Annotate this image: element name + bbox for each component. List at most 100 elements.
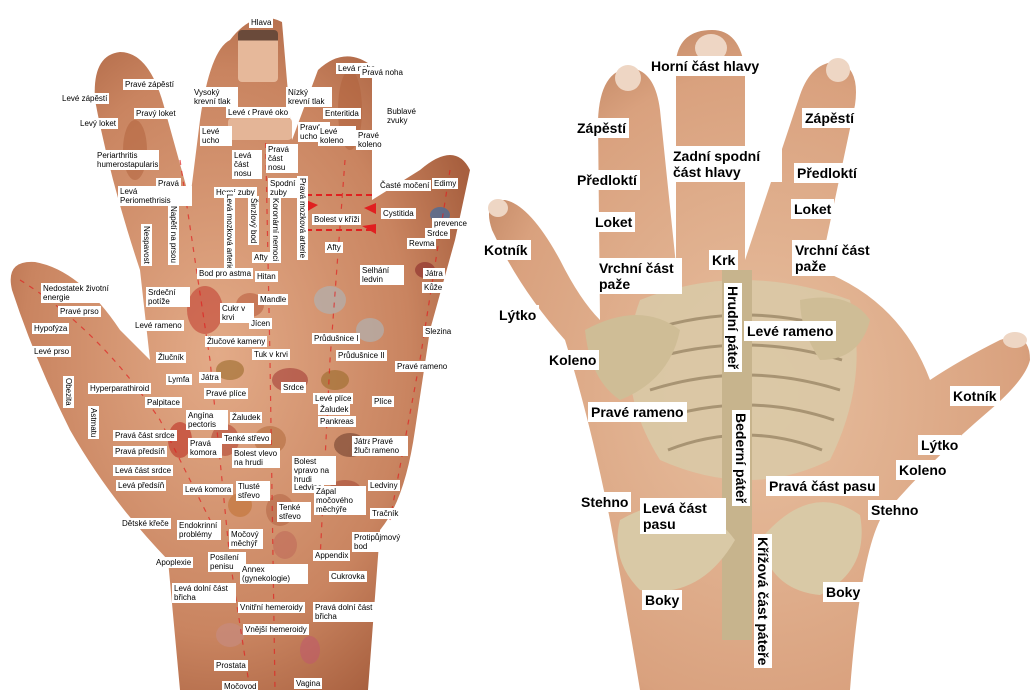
- label-leva-cast-srdce: Levá část srdce: [113, 465, 173, 476]
- label-predlokti-r: Předloktí: [794, 163, 860, 183]
- label-vnitrni-hemeroidy: Vnitřní hemeroidy: [238, 602, 305, 613]
- label-predlokti-l: Předloktí: [574, 170, 640, 190]
- label-apoplexie: Apoplexie: [154, 557, 193, 568]
- label-protipujmovy: Protipůjmový bod: [352, 532, 406, 552]
- label-revma: Revma: [407, 238, 436, 249]
- label-jatra-l: Játra: [199, 372, 221, 383]
- label-bolest-vpravo: Bolest vpravo na hrudi: [292, 456, 336, 485]
- label-nizky-tlak: Nízký krevní tlak: [286, 87, 332, 107]
- label-vrchni-l: Vrchní část paže: [596, 258, 682, 294]
- label-hyperparathiroid: Hyperparathiroid: [88, 383, 151, 394]
- label-tuk-v-krvi: Tuk v krvi: [252, 349, 290, 360]
- label-edimy: Edimy: [432, 178, 458, 189]
- label-krk: Krk: [709, 250, 738, 270]
- label-cukrovka: Cukrovka: [329, 571, 367, 582]
- label-prave-zapesti: Pravé zápěstí: [123, 79, 176, 90]
- label-hypofyza: Hypofýza: [32, 323, 69, 334]
- label-leve-rameno: Levé rameno: [744, 321, 836, 341]
- label-vysoky-tlak: Vysoký krevní tlak: [192, 87, 238, 107]
- label-leve-rameno: Levé rameno: [133, 320, 184, 331]
- label-kotnik-r: Kotník: [950, 386, 1000, 406]
- label-bolest-v-krizi: Bolest v kříži: [312, 214, 361, 225]
- label-zapal: Zápal močového měchýře: [314, 486, 366, 515]
- label-koleno-r: Koleno: [896, 460, 949, 480]
- label-tenke-strevo-1: Tenké střevo: [222, 433, 271, 444]
- label-mandle: Mandle: [258, 294, 288, 305]
- label-levy-loket: Levý loket: [78, 118, 118, 129]
- label-endokrinni: Endokrinní problémy: [177, 520, 221, 540]
- label-prava-noha: Pravá noha: [360, 67, 405, 78]
- label-tracnik: Tračník: [370, 508, 400, 519]
- label-koleno-l: Koleno: [546, 350, 599, 370]
- label-leva-dolni: Levá dolní část břicha: [172, 583, 236, 603]
- label-palpitace: Palpitace: [145, 397, 182, 408]
- label-prudusnice-1: Průdušnice I: [312, 333, 360, 344]
- label-jatra-r: Játra: [423, 268, 445, 279]
- label-zapesti-r: Zápěstí: [802, 108, 857, 128]
- label-nedostatek: Nedostatek životní energie: [41, 283, 125, 303]
- label-leva-predsin: Levá předsíň: [116, 480, 166, 491]
- label-srdecni-potize: Srdeční potíže: [146, 287, 190, 307]
- label-jicen: Jícen: [249, 318, 272, 329]
- label-prava-cast-srdce: Pravá část srdce: [113, 430, 177, 441]
- label-hitan: Hitan: [255, 271, 278, 282]
- label-stehno-r: Stehno: [868, 500, 921, 520]
- label-prave-koleno: Pravé koleno: [356, 130, 394, 150]
- label-napeti-na-prsou: Napětí na prsou: [168, 204, 179, 265]
- label-nespavost: Nespavost: [141, 224, 152, 266]
- label-selhani-ledvin: Selhání ledvin: [360, 265, 404, 285]
- label-leva-cast-nosu: Levá část nosu: [232, 150, 262, 179]
- label-vagina: Vagina: [294, 678, 322, 689]
- label-ledviny: Ledviny: [368, 480, 400, 491]
- label-leve-zapesti: Levé zápěstí: [60, 93, 109, 104]
- label-prava-cast-nosu: Pravá část nosu: [266, 144, 298, 173]
- label-leve-plice: Levé plíce: [313, 393, 353, 404]
- label-prava-dolni: Pravá dolní část břicha: [313, 602, 379, 622]
- label-prostata: Prostata: [214, 660, 248, 671]
- label-leva-komora: Levá komora: [183, 484, 233, 495]
- label-cystitida: Cystitida: [381, 208, 416, 219]
- label-prave-rameno: Pravé rameno: [395, 361, 449, 372]
- label-tenke-strevo-2: Tenké střevo: [277, 502, 311, 522]
- label-vnejsi-hemeroidy: Vnější hemeroidy: [243, 624, 309, 635]
- label-prave-plice: Pravé plíce: [204, 388, 248, 399]
- label-leve-ucho: Levé ucho: [200, 126, 232, 146]
- label-kuze: Kůže: [422, 282, 444, 293]
- label-pravy-loket: Pravý loket: [134, 108, 178, 119]
- label-kotnik-l: Kotník: [481, 240, 531, 260]
- label-mocovy-mechyr: Močový měchýř: [229, 529, 263, 549]
- label-srdce: Srdce: [281, 382, 306, 393]
- label-appendix: Appendix: [313, 550, 350, 561]
- label-prava-cast-pasu: Pravá část pasu: [766, 476, 879, 496]
- label-obezita: Obezita: [63, 376, 74, 408]
- label-bederni-pater: Bederní páteř: [732, 410, 750, 506]
- label-periarthritis: Periarthritis humerostapularis: [95, 150, 159, 170]
- label-lytko-r: Lýtko: [918, 435, 961, 455]
- label-bublave-zvuky: Bublavé zvuky: [385, 106, 429, 126]
- label-bolest-vlevo: Bolest vlevo na hrudi: [232, 448, 280, 468]
- label-angina: Angína pectoris: [186, 410, 228, 430]
- label-pankreas: Pankreas: [318, 416, 356, 427]
- label-boky-l: Boky: [642, 590, 682, 610]
- label-zadni-spodni: Zadní spodní část hlavy: [670, 146, 782, 182]
- label-prave-oko: Pravé oko: [250, 107, 290, 118]
- label-leva-periomethrisis: Levá Periomethrisis: [118, 186, 192, 206]
- label-loket-r: Loket: [791, 199, 834, 219]
- label-leva-cast-pasu: Levá část pasu: [640, 498, 726, 534]
- label-plice: Plíce: [372, 396, 394, 407]
- label-hrudni-pater: Hrudní páteř: [724, 283, 742, 372]
- label-lytko-l: Lýtko: [496, 305, 539, 325]
- label-mocovod: Močovod: [222, 681, 258, 692]
- label-horni-cast-hlavy: Horní část hlavy: [648, 56, 762, 76]
- label-krizova-pater: Křížová část páteře: [754, 534, 772, 668]
- label-zapesti-l: Zápěstí: [574, 118, 629, 138]
- label-enteritida: Enteritida: [323, 108, 361, 119]
- label-tluste-strevo: Tlusté střevo: [236, 481, 270, 501]
- label-leva-mozkova-arterie: Levá mozková arterie: [224, 192, 235, 272]
- label-slezina: Slezina: [423, 326, 453, 337]
- eyes-photo: [228, 118, 292, 140]
- label-sinzlovy-bod: Šinzlový bod: [248, 196, 259, 245]
- label-prava-predsin: Pravá předsíň: [113, 446, 167, 457]
- label-prave-prso: Pravé prso: [58, 306, 101, 317]
